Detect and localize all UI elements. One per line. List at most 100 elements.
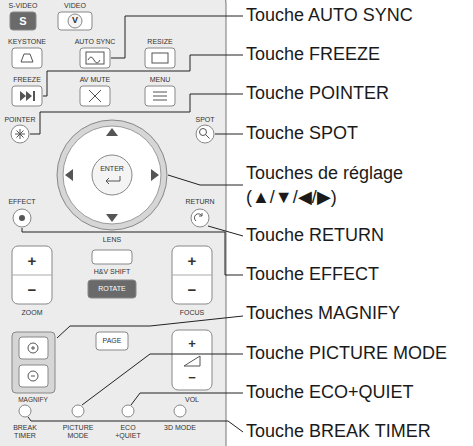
bottom-buttons-part — [72, 405, 84, 417]
button-label: H&V SHIFT — [94, 268, 131, 276]
page-vol-buttons-part — [184, 356, 200, 366]
lens-buttons-part — [172, 275, 212, 276]
top-buttons-part — [145, 48, 175, 68]
button-label: SPOT — [195, 116, 214, 124]
top-buttons-part — [33, 91, 35, 101]
callout-label: Touche SPOT — [246, 124, 358, 144]
callout-label: Touches de réglage (▲/▼/◀/▶) — [246, 161, 436, 209]
magnify-buttons-part — [12, 332, 55, 393]
adjustment-pad-part — [57, 120, 167, 230]
adjustment-pad-part — [106, 176, 120, 184]
button-label: PICTURE MODE — [61, 424, 95, 439]
top-buttons-part — [20, 91, 32, 101]
callout-label: Touche PICTURE MODE — [246, 344, 447, 364]
button-label: RETURN — [185, 198, 214, 206]
top-buttons-part — [152, 53, 168, 63]
effect-return-buttons-part — [19, 215, 25, 221]
button-label: RESIZE — [147, 38, 172, 46]
adjustment-pad-part — [65, 128, 159, 222]
lens-buttons-part — [92, 250, 132, 264]
leader-lines-part — [131, 393, 243, 405]
lens-buttons-part — [88, 280, 136, 298]
callout-label: Touche RETURN — [246, 226, 384, 246]
top-buttons-part — [145, 86, 175, 106]
effect-return-buttons-part — [191, 209, 209, 227]
leader-lines-part — [82, 354, 243, 405]
button-label: ZOOM — [22, 309, 43, 317]
magnify-buttons-part — [19, 365, 48, 387]
callout-label: Touches MAGNIFY — [246, 304, 400, 324]
button-label: S-VIDEO — [9, 2, 38, 10]
button-label: MENU — [150, 76, 171, 84]
top-buttons-part — [153, 92, 167, 100]
pointer-spot-buttons-part — [11, 125, 29, 143]
leader-lines-part — [168, 175, 243, 185]
leader-lines-part — [30, 94, 243, 134]
leader-lines-part — [57, 316, 243, 338]
button-label: KEYSTONE — [8, 38, 46, 46]
effect-return-buttons-part — [13, 209, 31, 227]
bottom-buttons — [19, 405, 186, 417]
bottom-buttons-part — [174, 405, 186, 417]
leader-lines-part — [215, 134, 243, 135]
top-buttons-part — [80, 86, 110, 106]
button-label: MAGNIFY — [18, 396, 48, 403]
button-label: ENTER — [100, 165, 124, 173]
remote-body — [0, 0, 226, 446]
leader-lines-part — [43, 55, 243, 96]
button-label: − — [28, 282, 37, 299]
button-label: VIDEO — [64, 2, 86, 10]
top-buttons-part — [12, 48, 42, 68]
pointer-spot-buttons-part — [200, 129, 207, 136]
callout-label: Touche BREAK TIMER — [246, 422, 431, 442]
button-label: AUTO SYNC — [75, 38, 116, 46]
top-buttons-part — [58, 12, 92, 30]
lens-buttons-part — [172, 246, 212, 304]
button-label: VOL — [185, 396, 199, 404]
callout-label: Touche ECO+QUIET — [246, 383, 414, 403]
button-label: BREAK TIMER — [8, 424, 42, 439]
top-buttons-part — [89, 90, 101, 102]
leader-lines — [22, 16, 243, 432]
top-buttons — [10, 12, 175, 106]
adjustment-pad-part — [63, 126, 161, 224]
lens-buttons-part — [12, 275, 52, 276]
callout-label: Touche EFFECT — [246, 265, 379, 285]
pointer-spot-buttons-part — [206, 135, 210, 139]
button-label: + — [188, 337, 196, 351]
magnify-buttons — [12, 332, 55, 393]
magnify-buttons-part — [28, 371, 38, 381]
lens-buttons — [12, 246, 212, 304]
button-label: V — [72, 16, 78, 26]
bottom-buttons-part — [122, 405, 134, 417]
button-label: 3D MODE — [163, 424, 197, 432]
remote-body-part — [0, 0, 226, 446]
magnify-buttons-part — [28, 343, 38, 353]
button-label: + — [28, 253, 37, 270]
pointer-spot-buttons-part — [15, 129, 25, 139]
button-label: + — [188, 253, 197, 270]
top-buttons-part — [80, 48, 110, 68]
button-label: ECO +QUIET — [111, 424, 145, 439]
effect-return-buttons-part — [194, 213, 202, 221]
button-label: FREEZE — [13, 76, 41, 84]
adjustment-pad-part — [92, 155, 132, 195]
top-buttons-part — [86, 52, 104, 64]
button-label: − — [188, 371, 196, 385]
callout-label: Touche POINTER — [246, 84, 389, 104]
page-vol-buttons-part — [96, 332, 128, 350]
callout-label: Touche FREEZE — [246, 45, 380, 65]
top-buttons-part — [68, 14, 82, 28]
top-buttons-part — [21, 54, 33, 62]
adjustment-pad — [57, 120, 167, 230]
button-label: FOCUS — [180, 309, 205, 317]
magnify-buttons-part — [31, 376, 35, 377]
leader-lines-part — [111, 16, 243, 58]
leader-lines-part — [22, 228, 243, 275]
button-label: − — [188, 282, 197, 299]
button-label: AV MUTE — [80, 76, 111, 84]
lens-buttons-part — [12, 246, 52, 304]
magnify-buttons-part — [19, 337, 48, 359]
